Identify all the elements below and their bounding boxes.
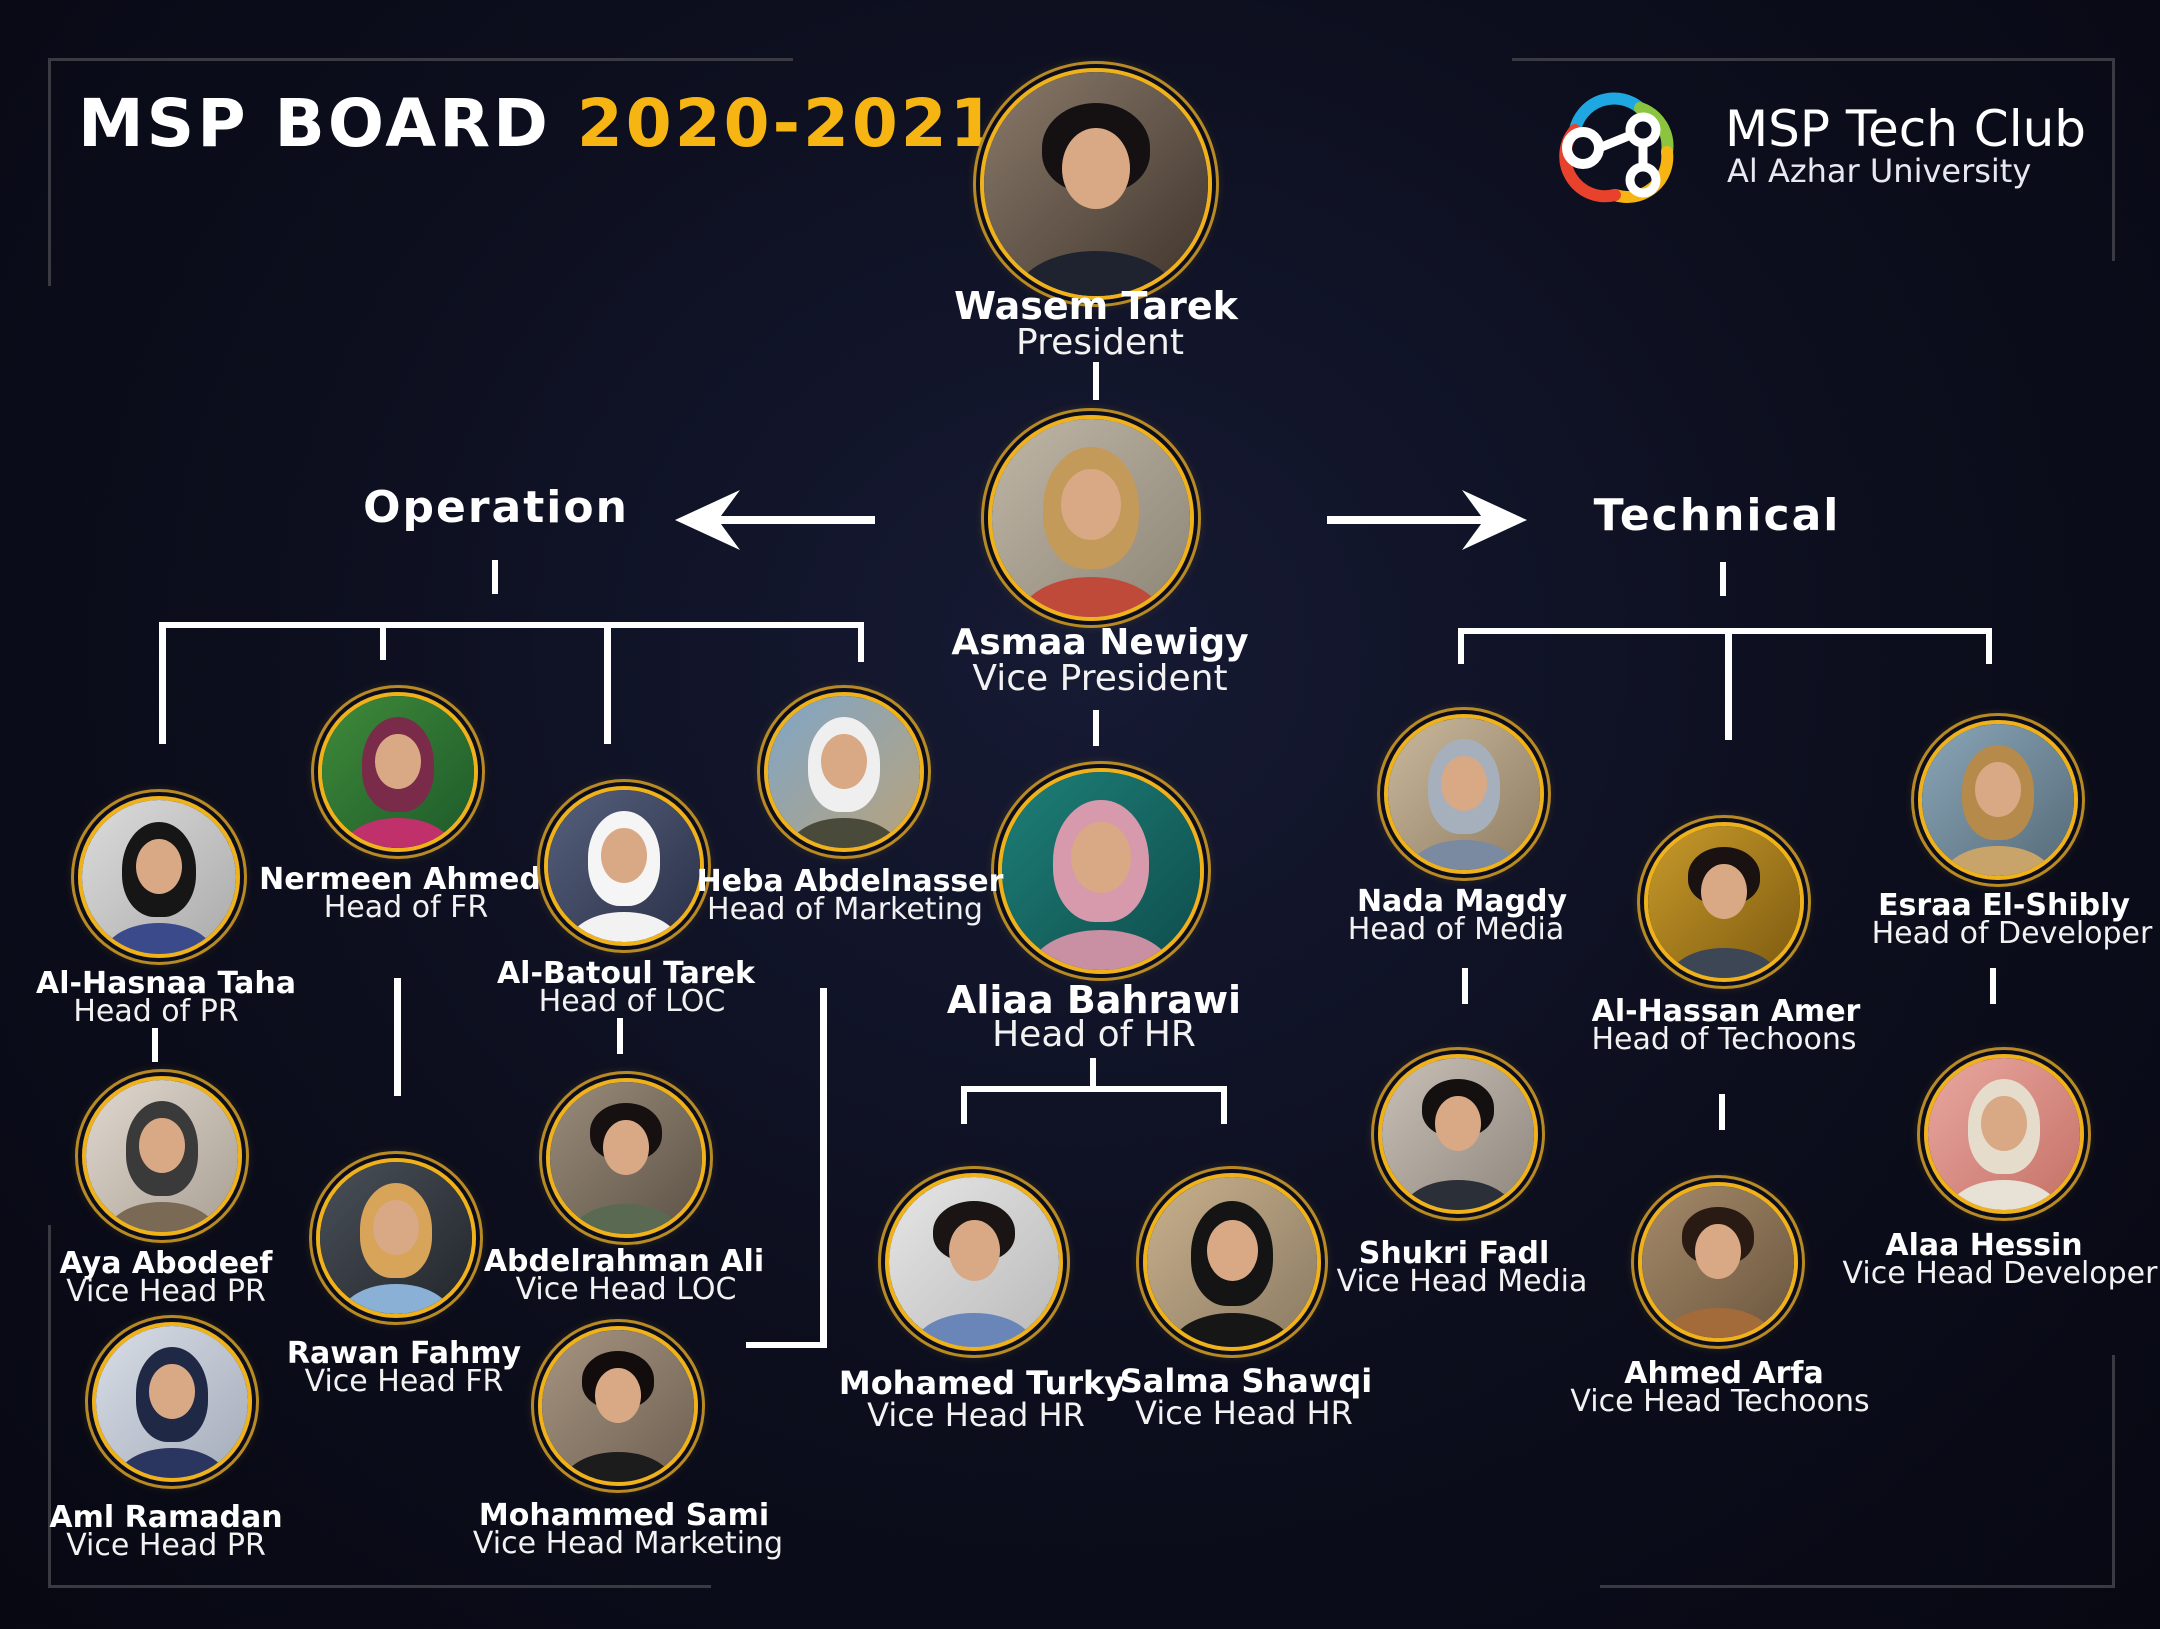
connector-vp-hr	[1093, 710, 1099, 746]
connector-developer-vice	[1990, 968, 1996, 1004]
role-head-hr: Head of HR	[992, 1014, 1196, 1055]
name-president: Wasem Tarek	[954, 284, 1238, 328]
role-vice-hr-1: Vice Head HR	[867, 1396, 1085, 1434]
avatar-head-techoons	[1644, 822, 1804, 982]
role-head-marketing: Head of Marketing	[707, 892, 983, 927]
connector-technical-techoons	[1725, 628, 1732, 740]
avatar-head-fr	[318, 692, 478, 852]
connector-marketing-vertical	[820, 988, 827, 1348]
avatar-president	[980, 68, 1212, 300]
avatar-vice-fr	[316, 1158, 476, 1318]
avatar-vice-president	[988, 415, 1194, 621]
avatar-vice-hr-2	[1143, 1173, 1321, 1351]
avatar-head-marketing	[764, 692, 924, 852]
name-head-pr: Al-Hasnaa Taha	[36, 966, 296, 1001]
role-vice-pr-2: Vice Head PR	[66, 1528, 266, 1563]
name-vice-president: Asmaa Newigy	[951, 622, 1249, 663]
section-operation: Operation	[363, 482, 629, 533]
role-vice-pr-1: Vice Head PR	[66, 1274, 266, 1309]
avatar-head-pr	[78, 796, 240, 958]
connector-operation-loc	[604, 622, 611, 744]
role-head-fr: Head of FR	[323, 890, 489, 925]
role-head-developer: Head of Developer	[1871, 916, 2153, 951]
connector-president-vp	[1093, 362, 1099, 400]
avatar-head-developer	[1918, 720, 2078, 880]
avatar-head-hr	[998, 768, 1204, 974]
board-title-year: 2020-2021	[576, 85, 999, 162]
section-technical: Technical	[1593, 490, 1841, 541]
connector-technical-developer	[1986, 628, 1992, 664]
connector-technical-media	[1458, 628, 1464, 664]
connector-fr-vice	[394, 978, 401, 1096]
name-head-media: Nada Magdy	[1356, 884, 1568, 919]
avatar-head-loc	[544, 786, 704, 946]
frame-corner-top-right	[1512, 58, 2115, 261]
connector-hr-right	[1221, 1086, 1227, 1124]
role-vice-techoons: Vice Head Techoons	[1570, 1384, 1870, 1419]
connector-operation-marketing	[858, 622, 864, 662]
role-vice-president: Vice President	[972, 658, 1228, 699]
name-vice-techoons: Ahmed Arfa	[1624, 1356, 1824, 1391]
role-president: President	[1016, 322, 1184, 363]
role-vice-fr: Vice Head FR	[304, 1364, 504, 1399]
role-head-techoons: Head of Techoons	[1591, 1022, 1857, 1057]
role-vice-media: Vice Head Media	[1336, 1264, 1588, 1299]
name-vice-hr-1: Mohamed Turky	[838, 1364, 1126, 1402]
name-vice-loc: Abdelrahman Ali	[483, 1244, 765, 1279]
name-head-techoons: Al-Hassan Amer	[1591, 994, 1861, 1029]
role-head-media: Head of Media	[1347, 912, 1565, 947]
connector-operation-bar	[159, 622, 864, 628]
role-vice-loc: Vice Head LOC	[515, 1272, 737, 1307]
name-vice-fr: Rawan Fahmy	[286, 1336, 522, 1371]
avatar-vice-loc	[546, 1078, 706, 1238]
role-head-loc: Head of LOC	[538, 984, 726, 1019]
connector-operation-fr	[380, 622, 386, 660]
avatar-vice-pr-2	[92, 1322, 252, 1482]
connector-technical-stem	[1720, 562, 1726, 596]
role-vice-marketing: Vice Head Marketing	[472, 1526, 784, 1561]
connector-techoons-vice	[1719, 1094, 1725, 1130]
name-head-fr: Nermeen Ahmed	[259, 862, 541, 897]
name-head-loc: Al-Batoul Tarek	[496, 956, 756, 991]
frame-corner-bottom-right	[1600, 1355, 2115, 1588]
avatar-head-media	[1384, 714, 1544, 874]
board-title-main: MSP BOARD	[78, 85, 551, 162]
role-head-pr: Head of PR	[73, 994, 239, 1029]
connector-operation-stem	[492, 560, 498, 594]
avatar-vice-media	[1378, 1054, 1538, 1214]
connector-hr-bar	[961, 1086, 1227, 1092]
connector-marketing-horizontal	[746, 1342, 827, 1348]
connector-pr-vice	[152, 1028, 158, 1062]
name-vice-pr-1: Aya Abodeef	[59, 1246, 273, 1281]
name-head-hr: Aliaa Bahrawi	[946, 978, 1242, 1022]
name-vice-pr-2: Aml Ramadan	[49, 1500, 283, 1535]
name-vice-hr-2: Salma Shawqi	[1119, 1362, 1373, 1400]
connector-hr-stem	[1090, 1058, 1096, 1088]
connector-loc-vice	[617, 1018, 623, 1054]
connector-media-vice	[1462, 968, 1468, 1004]
name-vice-marketing: Mohammed Sami	[478, 1498, 770, 1533]
name-vice-developer: Alaa Hessin	[1885, 1228, 2083, 1263]
role-vice-developer: Vice Head Developer	[1842, 1256, 2158, 1291]
name-vice-media: Shukri Fadl	[1358, 1236, 1550, 1271]
arrow-right-icon	[1327, 490, 1527, 550]
board-title: MSP BOARD 2020-2021	[78, 85, 999, 162]
connector-operation-pr	[159, 622, 166, 744]
role-vice-hr-2: Vice Head HR	[1135, 1394, 1353, 1432]
avatar-vice-developer	[1924, 1054, 2084, 1214]
avatar-vice-hr-1	[885, 1173, 1063, 1351]
avatar-vice-techoons	[1638, 1182, 1798, 1342]
connector-hr-left	[961, 1086, 967, 1124]
frame-corner-top-left	[48, 58, 793, 286]
arrow-left-icon	[675, 490, 875, 550]
name-head-developer: Esraa El-Shibly	[1878, 888, 2130, 923]
club-subtitle: Al Azhar University	[1727, 152, 2032, 190]
frame-corner-bottom-left	[48, 1225, 711, 1588]
avatar-vice-marketing	[538, 1326, 698, 1486]
club-name: MSP Tech Club	[1725, 100, 2087, 158]
avatar-vice-pr-1	[82, 1076, 242, 1236]
msp-logo-icon	[1555, 90, 1695, 210]
name-head-marketing: Heba Abdelnasser	[696, 864, 1004, 899]
